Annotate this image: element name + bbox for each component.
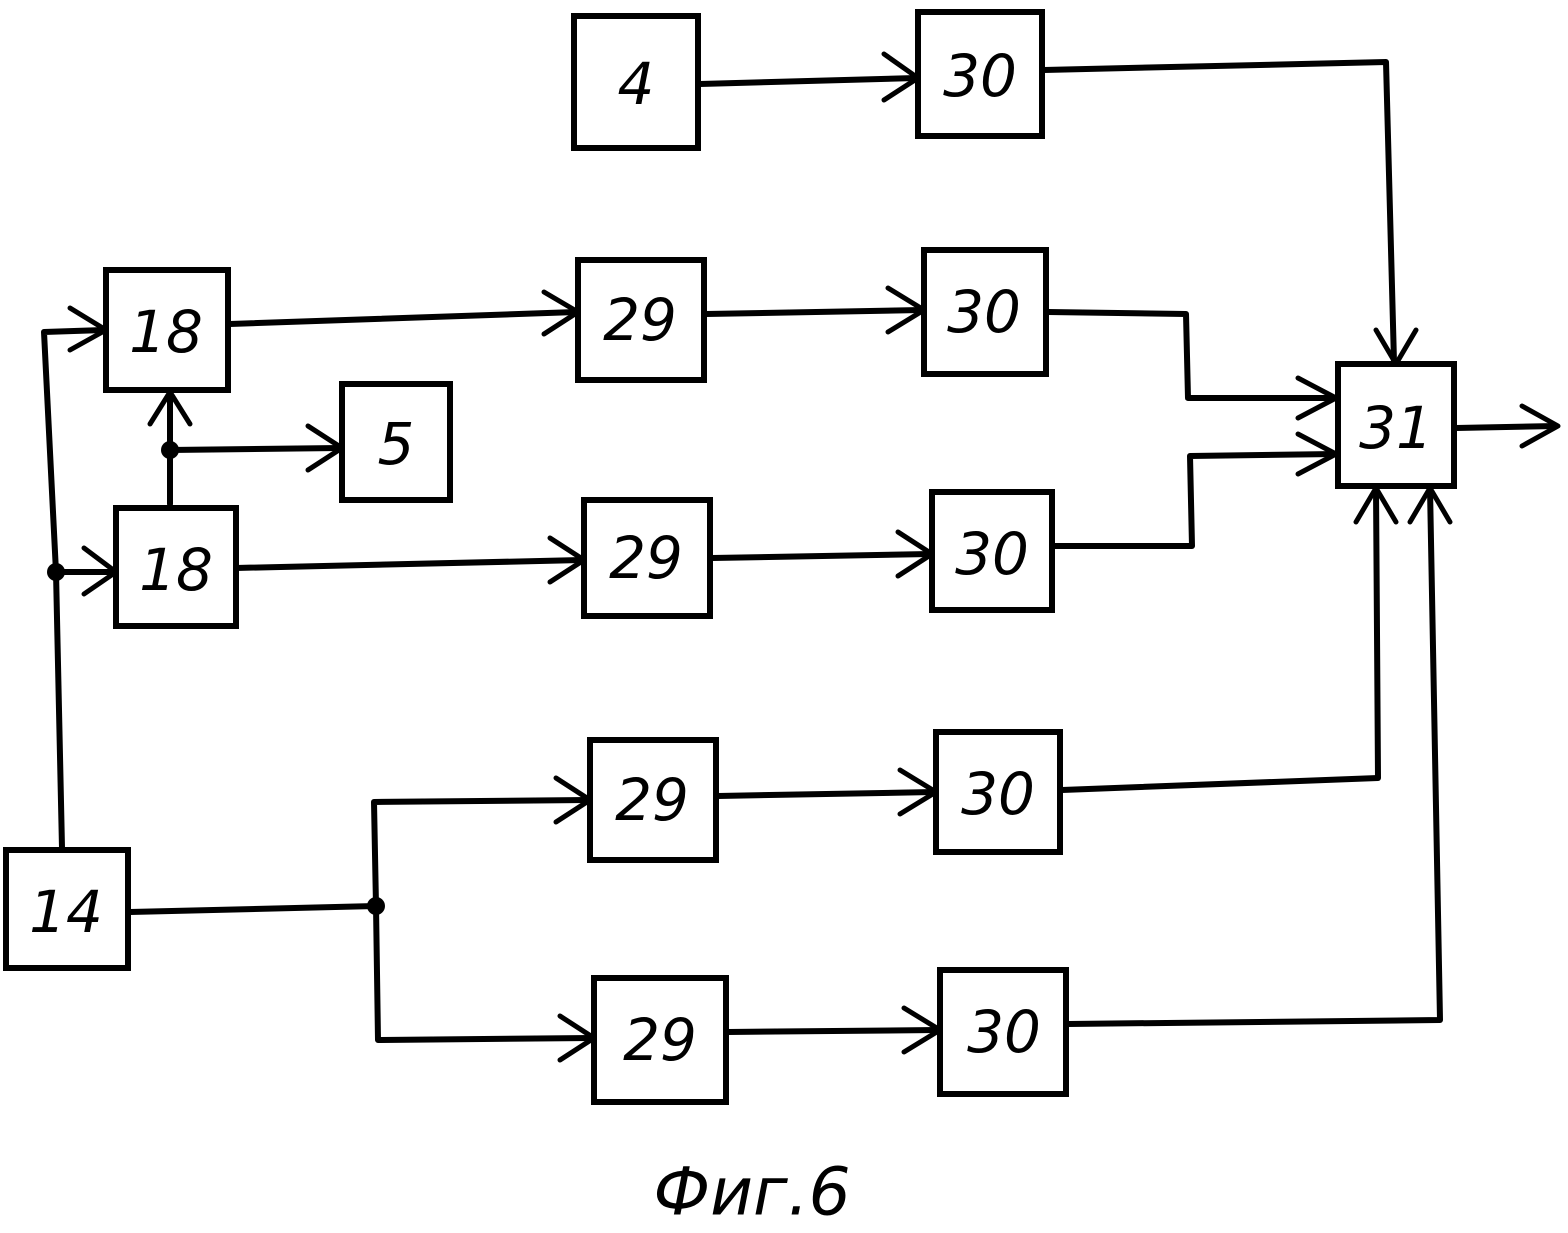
block-29-row2-label: 29 <box>609 524 683 592</box>
block-30-row4: 30 <box>940 970 1066 1094</box>
block-30-top-label: 30 <box>943 42 1017 110</box>
block-14-label: 14 <box>29 878 103 946</box>
wire-18-lower-to-29-2 <box>236 560 582 568</box>
block-31: 31 <box>1338 364 1454 486</box>
wire-30-3-to-31 <box>1062 488 1378 790</box>
block-29-row3-label: 29 <box>615 766 689 834</box>
wire-29-3-to-30-3 <box>718 792 934 796</box>
junction-dot-bus <box>47 563 65 581</box>
block-4: 4 <box>574 16 698 148</box>
wire-29-2-to-30-2 <box>712 554 930 558</box>
block-30-row1-label: 30 <box>947 278 1021 346</box>
block-31-label: 31 <box>1359 394 1433 462</box>
wire-30-top-to-31 <box>1044 62 1394 362</box>
block-5-label: 5 <box>378 410 415 478</box>
junction-dot-18 <box>161 441 179 459</box>
wire-30-1-to-31 <box>1048 312 1336 398</box>
block-29-row3: 29 <box>590 740 716 860</box>
wire-30-4-to-31 <box>1068 488 1440 1024</box>
figure-caption: Фиг.6 <box>653 1154 850 1231</box>
wire-junction-to-5 <box>170 448 340 450</box>
block-29-row1: 29 <box>578 260 704 380</box>
wire-14-to-split <box>130 906 376 912</box>
block-30-row3: 30 <box>936 732 1060 852</box>
wire-split-to-29-3 <box>374 800 588 906</box>
block-30-row1: 30 <box>924 250 1046 374</box>
wire-29-4-to-30-4 <box>728 1030 938 1032</box>
block-30-row3-label: 30 <box>961 760 1035 828</box>
block-14: 14 <box>6 850 128 968</box>
block-18-lower-label: 18 <box>139 536 213 604</box>
block-30-row2-label: 30 <box>955 520 1029 588</box>
block-29-row4: 29 <box>594 978 726 1102</box>
block-30-row4-label: 30 <box>967 998 1041 1066</box>
block-30-top: 30 <box>918 12 1042 136</box>
wire-31-output <box>1456 426 1556 428</box>
wire-split-to-29-4 <box>376 906 592 1040</box>
wire-29-1-to-30-1 <box>706 310 922 314</box>
connection-lines <box>44 62 1556 1040</box>
block-18-upper-label: 18 <box>129 298 203 366</box>
junction-dot-split <box>367 897 385 915</box>
block-18-upper: 18 <box>106 270 228 390</box>
block-29-row2: 29 <box>584 500 710 616</box>
block-18-lower: 18 <box>116 508 236 626</box>
block-29-row4-label: 29 <box>623 1006 697 1074</box>
wire-30-2-to-31 <box>1054 454 1336 546</box>
block-30-row2: 30 <box>932 492 1052 610</box>
block-29-row1-label: 29 <box>603 286 677 354</box>
wire-18-upper-to-29-1 <box>230 312 576 324</box>
block-4-label: 4 <box>618 50 655 118</box>
block-5: 5 <box>342 384 450 500</box>
wire-4-to-30-top <box>700 78 916 84</box>
